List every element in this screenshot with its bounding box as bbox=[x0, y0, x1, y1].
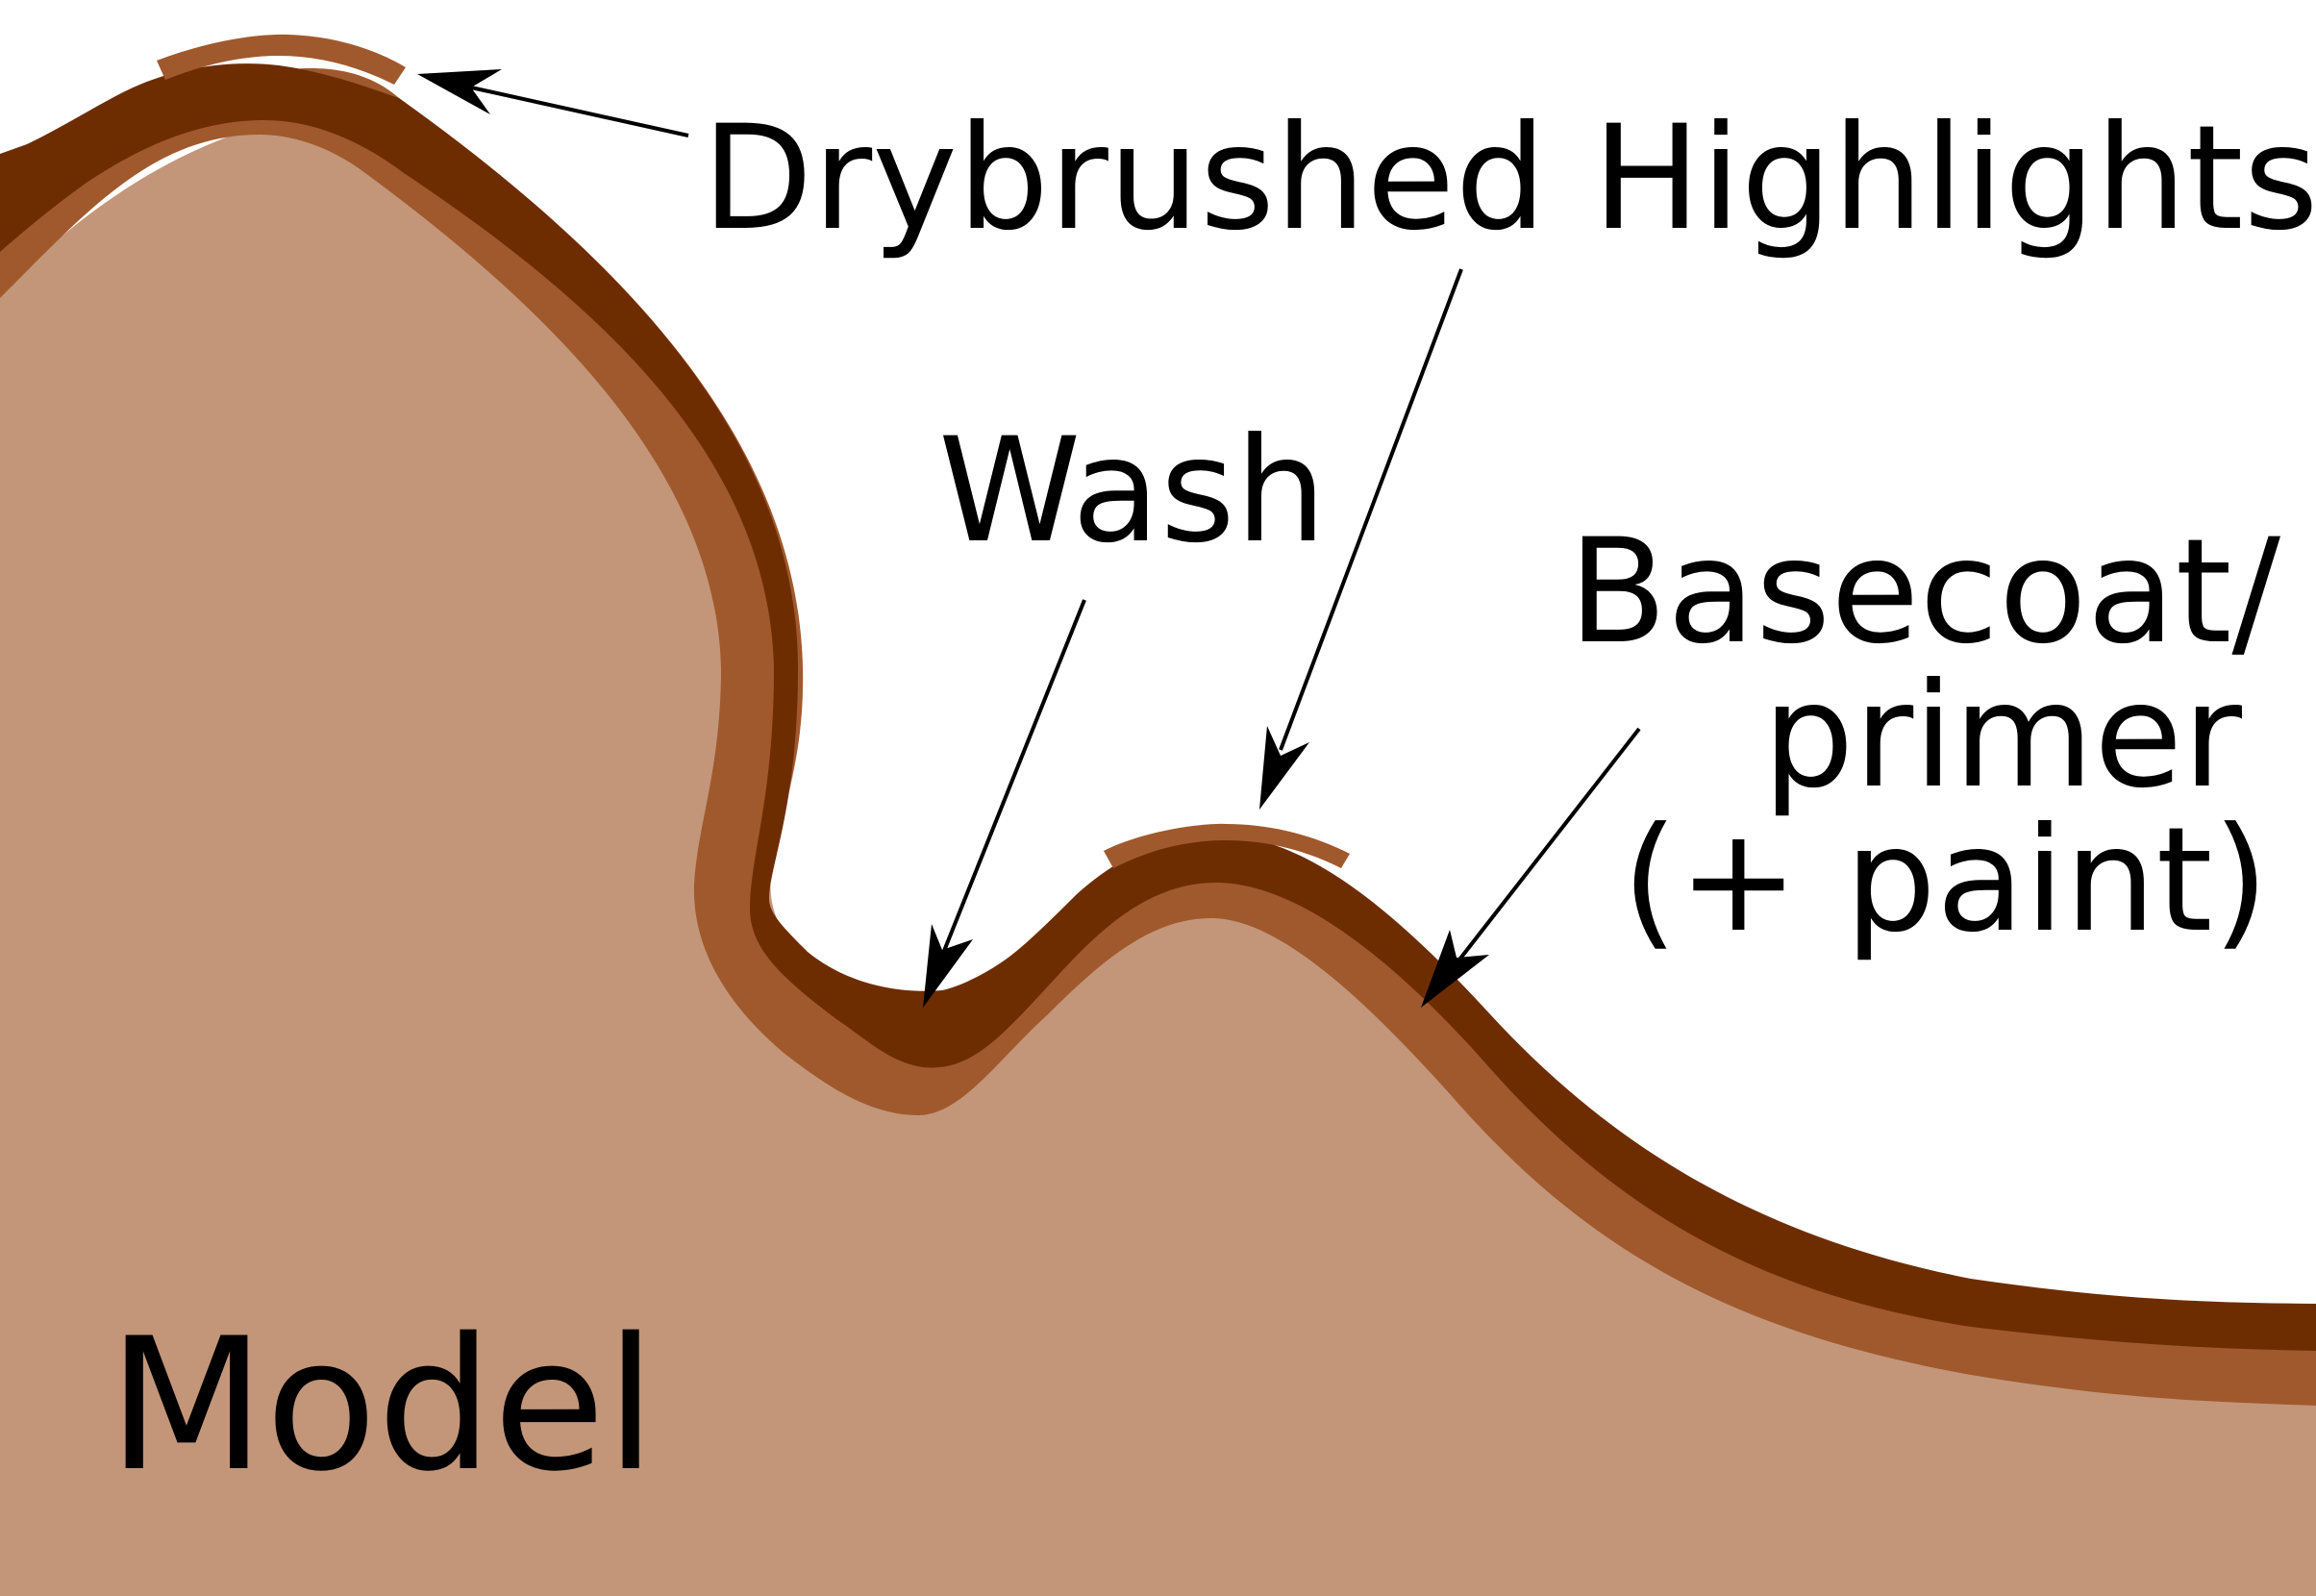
drybrush-highlight-top bbox=[157, 34, 406, 85]
basecoat-pointer bbox=[1421, 727, 1641, 1008]
drybrush-highlight-middle bbox=[1104, 823, 1350, 868]
arrowhead bbox=[923, 924, 973, 1008]
model-label: Model bbox=[108, 1299, 656, 1511]
basecoat-label-line1: Basecoat/ bbox=[1568, 509, 2280, 676]
drybrushed-highlights-label: Drybrushed Highlights bbox=[702, 95, 2316, 262]
arrowhead bbox=[417, 69, 502, 114]
leader-line bbox=[1279, 268, 1463, 751]
drybrushed-pointer-top bbox=[417, 69, 689, 137]
drybrushed-pointer-middle bbox=[1259, 268, 1463, 810]
arrowhead bbox=[1421, 930, 1489, 1008]
leader-line bbox=[940, 599, 1086, 957]
leader-line bbox=[1455, 727, 1641, 965]
basecoat-label-line3: (+ paint) bbox=[1622, 797, 2269, 964]
leader-line bbox=[470, 86, 689, 137]
arrowhead bbox=[1259, 726, 1309, 810]
wash-pointer bbox=[923, 599, 1086, 1008]
basecoat-label-line2: primer bbox=[1762, 653, 2242, 820]
wash-label: Wash bbox=[938, 408, 1327, 575]
